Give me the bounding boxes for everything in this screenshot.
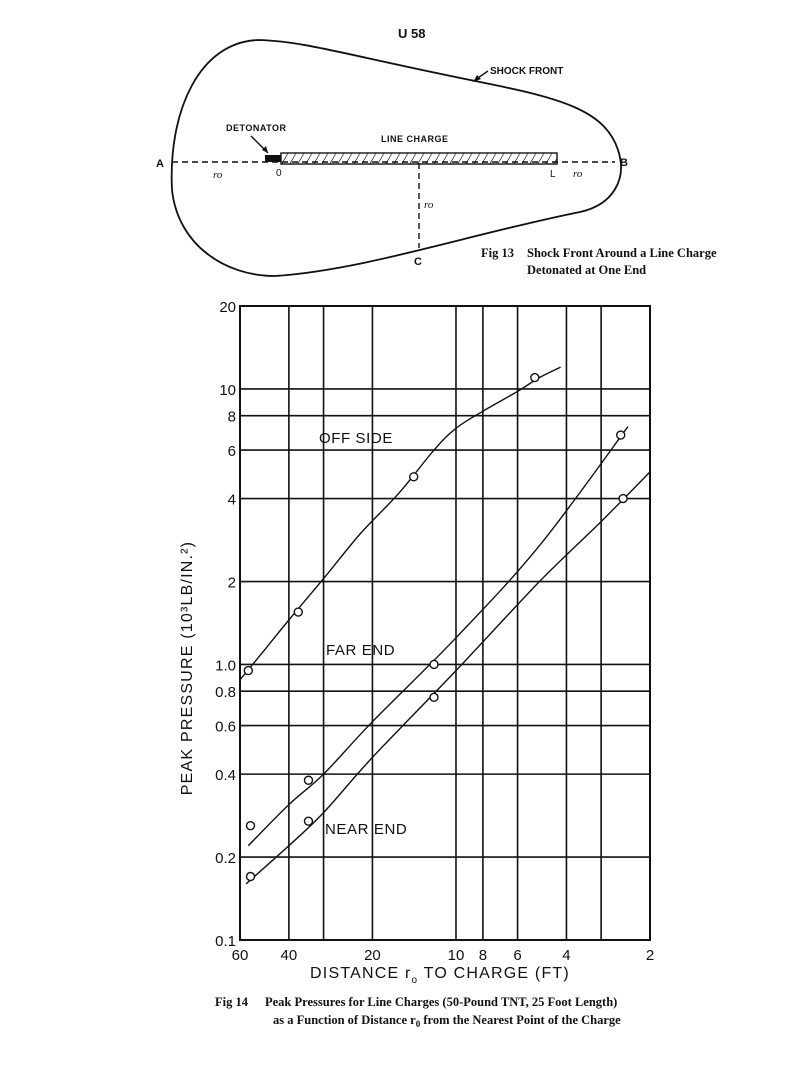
series-label-near-end: NEAR END — [325, 821, 407, 838]
x-tick-6: 6 — [513, 947, 521, 964]
label-point-c: C — [414, 256, 422, 268]
x-axis-label-tail: TO CHARGE (FT) — [418, 965, 570, 982]
data-point-near-end-3 — [429, 692, 439, 703]
label-end-zero: 0 — [276, 168, 282, 179]
y-tick-0-2: 0.2 — [215, 850, 236, 867]
label-shock-front: SHOCK FRONT — [490, 66, 563, 77]
grid-vertical — [288, 306, 602, 940]
fig14-caption-number: Fig 14 — [215, 995, 249, 1009]
x-axis-label-sub: o — [412, 975, 419, 986]
y-tick-1-0: 1.0 — [215, 657, 236, 674]
fig13-caption-line1: Shock Front Around a Line Charge — [527, 246, 717, 260]
fig14-caption-line2-main: as a Function of Distance r — [273, 1013, 416, 1027]
detonator-arrowhead — [262, 146, 268, 153]
y-tick-20: 20 — [219, 299, 236, 316]
x-tick-2: 2 — [646, 947, 654, 964]
y-tick-4: 4 — [228, 492, 236, 509]
fig14-caption-line2: as a Function of Distance r0 from the Ne… — [273, 1013, 621, 1029]
label-end-l: L — [550, 169, 556, 180]
data-point-far-end-1 — [245, 820, 256, 831]
x-tick-60: 60 — [232, 947, 249, 964]
fig13-caption-number: Fig 13 — [481, 246, 514, 260]
data-point-off-side-4 — [530, 372, 540, 383]
fig14-caption-line2-sub: 0 — [416, 1019, 421, 1029]
data-point-near-end-1 — [245, 871, 256, 882]
series-line-far-end — [247, 426, 629, 847]
label-r0-right: ro — [573, 168, 583, 180]
x-tick-labels: 60 40 20 10 8 6 4 2 — [232, 947, 655, 964]
data-point-far-end-4 — [616, 430, 626, 440]
fig14-caption-line1: Peak Pressures for Line Charges (50-Poun… — [265, 995, 617, 1009]
page-number: U 58 — [398, 26, 426, 41]
data-point-near-end-2 — [303, 816, 314, 826]
data-point-off-side-3 — [409, 472, 419, 482]
x-axis-label: DISTANCE ro TO CHARGE (FT) — [310, 965, 570, 986]
x-tick-4: 4 — [562, 947, 570, 964]
y-tick-8: 8 — [228, 409, 236, 426]
data-point-off-side-1 — [243, 665, 254, 676]
shock-front-arrowhead — [473, 75, 481, 82]
y-tick-0-1: 0.1 — [215, 933, 236, 950]
x-tick-20: 20 — [364, 947, 381, 964]
y-tick-labels: 20 10 8 6 4 2 1.0 0.8 0.6 0.4 0.2 0.1 — [215, 299, 236, 950]
series-label-far-end: FAR END — [326, 642, 395, 659]
y-tick-0-6: 0.6 — [215, 719, 236, 736]
data-point-far-end-2 — [303, 775, 314, 785]
fig13-diagram: SHOCK FRONT DETONATOR LINE CHARGE A B C … — [156, 39, 717, 277]
series-label-off-side: OFF SIDE — [319, 430, 393, 447]
x-tick-40: 40 — [281, 947, 298, 964]
y-tick-10: 10 — [219, 382, 236, 399]
y-tick-2: 2 — [228, 575, 236, 592]
label-r0-down: ro — [424, 199, 434, 211]
plot-frame — [239, 305, 651, 941]
shock-front-outline — [170, 39, 622, 277]
fig14-caption-line2-tail: from the Nearest Point of the Charge — [420, 1013, 621, 1027]
y-axis-label: PEAK PRESSURE (10³LB/IN.²) — [179, 541, 196, 795]
label-point-a: A — [156, 158, 164, 170]
data-point-far-end-3 — [429, 659, 439, 670]
data-point-off-side-2 — [293, 607, 303, 617]
y-tick-6: 6 — [228, 443, 236, 460]
label-detonator: DETONATOR — [226, 123, 287, 133]
series-line-near-end — [245, 471, 651, 885]
y-tick-0-8: 0.8 — [215, 684, 236, 701]
detonator-block — [265, 155, 281, 162]
label-r0-left: ro — [213, 169, 223, 181]
grid-horizontal — [240, 388, 650, 858]
series-lines — [239, 366, 651, 885]
series-line-off-side — [239, 366, 561, 681]
label-line-charge: LINE CHARGE — [381, 134, 449, 144]
y-tick-0-4: 0.4 — [215, 767, 236, 784]
fig13-caption-line2: Detonated at One End — [527, 263, 646, 277]
x-tick-10: 10 — [448, 947, 465, 964]
label-point-b: B — [620, 157, 628, 169]
data-point-near-end-4 — [618, 493, 628, 504]
series-points — [243, 372, 628, 882]
x-axis-label-main: DISTANCE r — [310, 965, 411, 982]
x-tick-8: 8 — [479, 947, 487, 964]
line-charge-bar — [280, 152, 558, 165]
